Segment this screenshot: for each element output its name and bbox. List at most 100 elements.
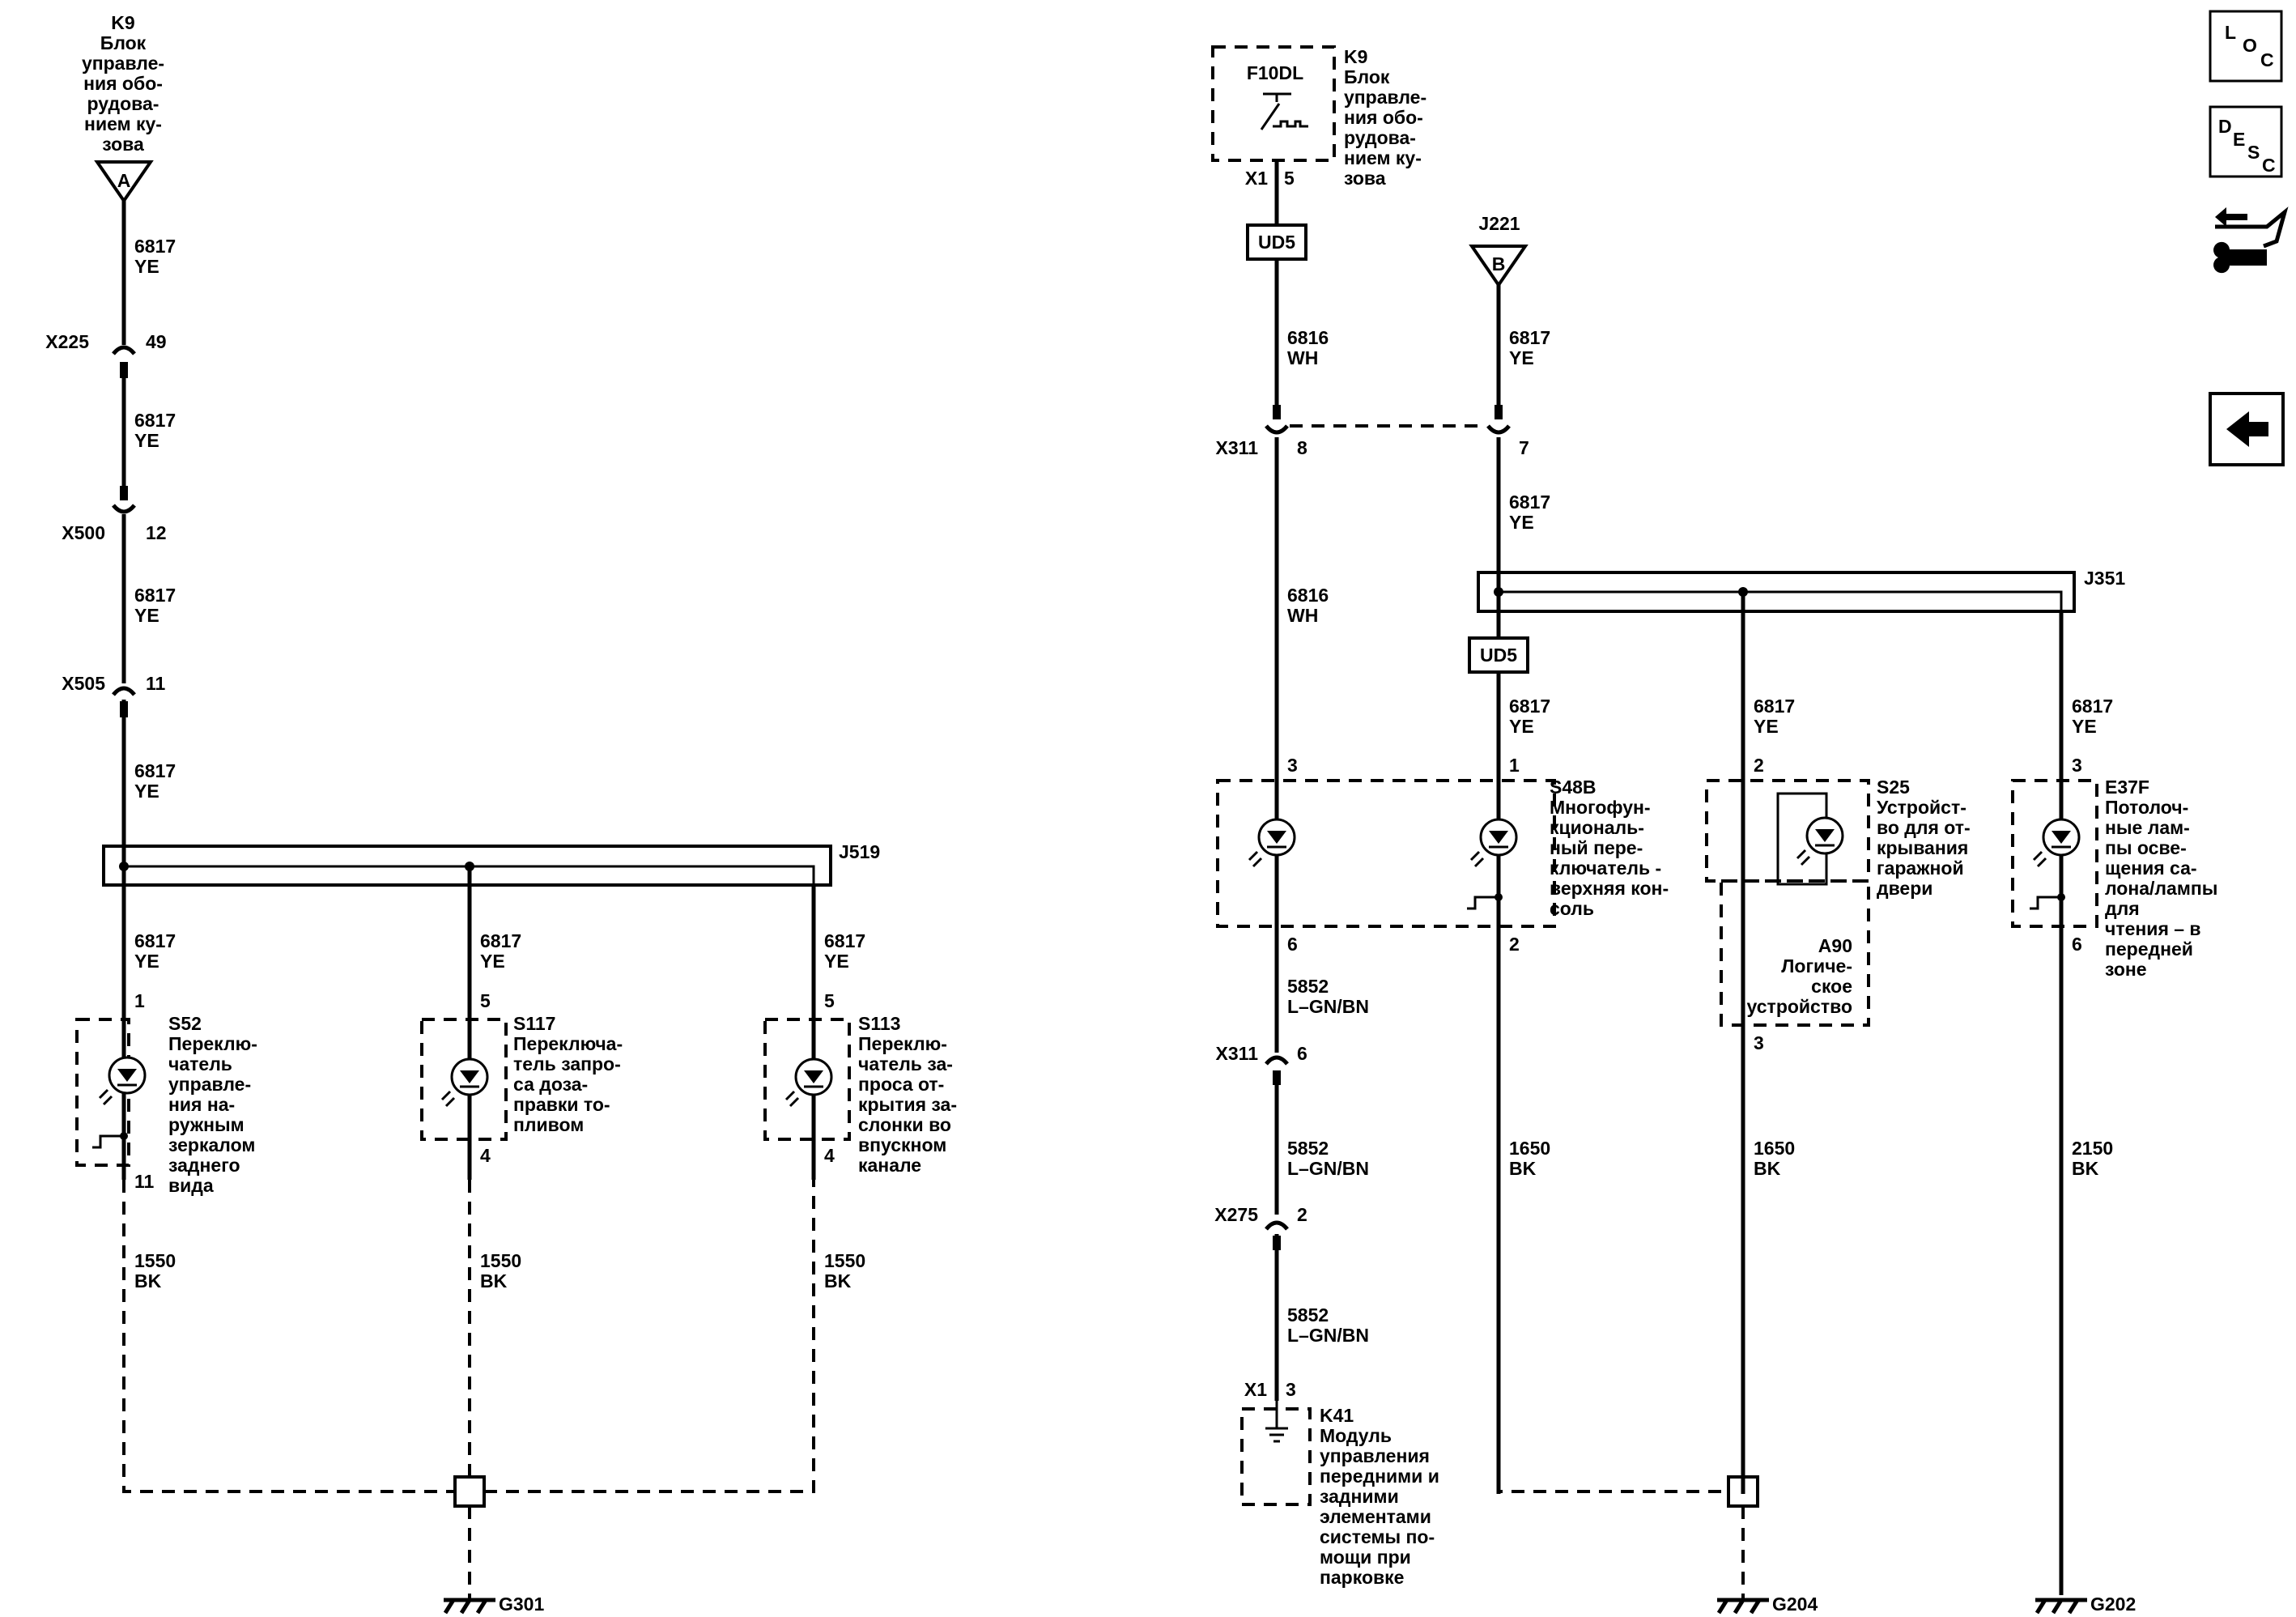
switch-s48b: 3 1 6 2 bbox=[1216, 755, 1556, 955]
s113-label: S113 Переклю- чатель за- проса от- крыти… bbox=[858, 1013, 957, 1176]
svg-text:A: A bbox=[117, 170, 131, 191]
svg-text:X311: X311 bbox=[1216, 437, 1259, 458]
svg-text:5852: 5852 bbox=[1287, 976, 1329, 997]
svg-text:5852: 5852 bbox=[1287, 1138, 1329, 1159]
s52-label: S52 Переклю- чатель управле- ния на- руж… bbox=[168, 1013, 257, 1196]
svg-text:чтения – в: чтения – в bbox=[2105, 918, 2201, 939]
svg-text:X225: X225 bbox=[45, 331, 89, 352]
svg-text:устройство: устройство bbox=[1747, 996, 1852, 1017]
svg-text:J519: J519 bbox=[839, 841, 880, 862]
switch-s25: 2 3 bbox=[1705, 755, 1870, 1053]
switch-s52: 1 11 bbox=[75, 990, 155, 1192]
lamp-e37f: 3 6 bbox=[2011, 755, 2098, 955]
svg-text:ния обо-: ния обо- bbox=[83, 73, 163, 94]
svg-text:канале: канале bbox=[858, 1155, 921, 1176]
j519-branch-wires bbox=[467, 866, 816, 1180]
svg-text:X1: X1 bbox=[1245, 168, 1268, 189]
svg-text:мощи при: мощи при bbox=[1320, 1547, 1411, 1568]
svg-text:элементами: элементами bbox=[1320, 1506, 1431, 1527]
svg-text:Устройст-: Устройст- bbox=[1877, 797, 1966, 818]
svg-text:X505: X505 bbox=[62, 673, 105, 694]
svg-text:6816: 6816 bbox=[1287, 327, 1329, 348]
ground-g301-symbol: G301 bbox=[443, 1594, 544, 1615]
back-arrow-button[interactable] bbox=[2209, 392, 2285, 466]
svg-text:8: 8 bbox=[1297, 437, 1307, 458]
svg-text:1650: 1650 bbox=[1509, 1138, 1550, 1159]
svg-text:O: O bbox=[2243, 35, 2257, 56]
svg-text:системы по-: системы по- bbox=[1320, 1526, 1435, 1547]
svg-text:X500: X500 bbox=[62, 522, 105, 543]
svg-text:11: 11 bbox=[134, 1171, 155, 1192]
svg-text:Блок: Блок bbox=[1344, 66, 1390, 87]
svg-text:ния обо-: ния обо- bbox=[1344, 107, 1423, 128]
s117-label: S117 Переключа- тель запро- са доза- пра… bbox=[513, 1013, 623, 1135]
svg-text:5: 5 bbox=[480, 990, 491, 1011]
ground-g202-symbol: G202 bbox=[2035, 1594, 2136, 1615]
svg-text:YE: YE bbox=[824, 951, 849, 972]
svg-text:G301: G301 bbox=[499, 1594, 544, 1615]
svg-text:управления: управления bbox=[1320, 1445, 1430, 1466]
svg-text:11: 11 bbox=[146, 673, 166, 694]
svg-text:S48B: S48B bbox=[1550, 777, 1597, 798]
svg-text:впускном: впускном bbox=[858, 1134, 946, 1155]
svg-text:задними: задними bbox=[1320, 1486, 1399, 1507]
connector-x225: X225 49 bbox=[45, 331, 167, 378]
k9-left-label: K9 Блок управле- ния обо- рудова- нием к… bbox=[82, 12, 164, 155]
svg-text:49: 49 bbox=[146, 331, 167, 352]
svg-text:YE: YE bbox=[480, 951, 505, 972]
a90-label: A90 Логиче- ское устройство bbox=[1747, 935, 1852, 1017]
loc-button[interactable]: L O C bbox=[2209, 10, 2283, 83]
svg-text:6817: 6817 bbox=[134, 760, 176, 781]
svg-text:E37F: E37F bbox=[2105, 777, 2149, 798]
connector-x311-top: X311 8 7 bbox=[1216, 424, 1529, 458]
svg-text:YE: YE bbox=[134, 951, 159, 972]
svg-text:двери: двери bbox=[1877, 878, 1932, 899]
svg-text:WH: WH bbox=[1287, 347, 1318, 368]
pin-a-terminal: A bbox=[94, 160, 154, 204]
svg-text:2150: 2150 bbox=[2072, 1138, 2113, 1159]
svg-text:L–GN/BN: L–GN/BN bbox=[1287, 1325, 1369, 1346]
splice-j351: J351 bbox=[1477, 568, 2125, 613]
svg-text:1550: 1550 bbox=[134, 1250, 176, 1271]
connector-x311-mid: X311 6 bbox=[1216, 1043, 1307, 1085]
svg-text:управле-: управле- bbox=[82, 53, 164, 74]
svg-text:5: 5 bbox=[824, 990, 835, 1011]
svg-text:6: 6 bbox=[2072, 934, 2082, 955]
svg-text:передними и: передними и bbox=[1320, 1466, 1439, 1487]
svg-text:са доза-: са доза- bbox=[513, 1074, 588, 1095]
splice-j519: J519 bbox=[102, 841, 880, 887]
diagnostic-icon[interactable] bbox=[2213, 206, 2289, 274]
svg-text:крывания: крывания bbox=[1877, 837, 1968, 858]
connector-x275: X275 2 bbox=[1214, 1204, 1307, 1250]
svg-text:G204: G204 bbox=[1772, 1594, 1818, 1615]
svg-text:вида: вида bbox=[168, 1175, 214, 1196]
svg-text:для: для bbox=[2105, 898, 2140, 919]
svg-text:UD5: UD5 bbox=[1258, 232, 1295, 253]
svg-text:управле-: управле- bbox=[1344, 87, 1426, 108]
svg-text:нием ку-: нием ку- bbox=[1344, 147, 1422, 168]
svg-text:1550: 1550 bbox=[824, 1250, 865, 1271]
svg-text:ные лам-: ные лам- bbox=[2105, 817, 2190, 838]
svg-text:6817: 6817 bbox=[1509, 696, 1550, 717]
svg-text:YE: YE bbox=[134, 256, 159, 277]
svg-text:зова: зова bbox=[1344, 168, 1386, 189]
svg-text:K9: K9 bbox=[111, 12, 134, 33]
svg-text:2: 2 bbox=[1754, 755, 1764, 776]
svg-text:1: 1 bbox=[1509, 755, 1520, 776]
svg-text:ское: ское bbox=[1811, 976, 1852, 997]
svg-text:BK: BK bbox=[480, 1270, 508, 1291]
right-circuit: F10DL K9 Блок управле- ния обо- рудова- … bbox=[1211, 45, 2217, 1615]
connector-x505: X505 11 bbox=[62, 673, 166, 717]
svg-text:6817: 6817 bbox=[1509, 491, 1550, 513]
svg-text:4: 4 bbox=[480, 1145, 491, 1166]
svg-text:передней: передней bbox=[2105, 938, 2193, 960]
svg-text:зеркалом: зеркалом bbox=[168, 1134, 255, 1155]
svg-text:K9: K9 bbox=[1344, 46, 1367, 67]
svg-text:рудова-: рудова- bbox=[87, 93, 159, 114]
desc-button[interactable]: D E S C bbox=[2209, 105, 2283, 178]
svg-text:6817: 6817 bbox=[134, 585, 176, 606]
svg-text:лона/лампы: лона/лампы bbox=[2105, 878, 2217, 899]
